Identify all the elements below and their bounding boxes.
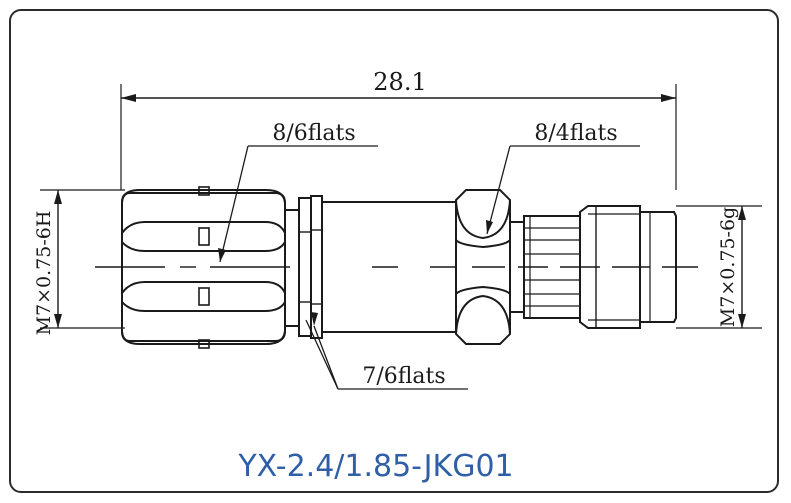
right-hex-nut xyxy=(455,189,511,345)
right-nut-flats-label: 8/4flats xyxy=(534,121,617,146)
threaded-end xyxy=(579,205,677,329)
left-thread-dimension xyxy=(40,189,125,329)
leader-left-nut-flats xyxy=(218,145,378,263)
overall-length-dimension xyxy=(120,84,677,190)
leader-collar-flats xyxy=(305,312,468,390)
body-cylinder xyxy=(321,201,457,333)
left-thread-label: M7×0.75-6H xyxy=(33,211,55,336)
leader-right-nut-flats xyxy=(486,145,640,235)
part-number-title: YX-2.4/1.85-JKG01 xyxy=(237,449,513,484)
right-thread-label: M7×0.75-6g xyxy=(717,207,739,327)
right-thread-dimension xyxy=(676,205,762,329)
collar-flats-label: 7/6flats xyxy=(362,364,445,389)
left-hex-nut xyxy=(121,186,286,349)
overall-length-label: 28.1 xyxy=(373,68,426,96)
drawing-frame xyxy=(9,9,779,493)
left-nut-flats-label: 8/6flats xyxy=(272,121,355,146)
